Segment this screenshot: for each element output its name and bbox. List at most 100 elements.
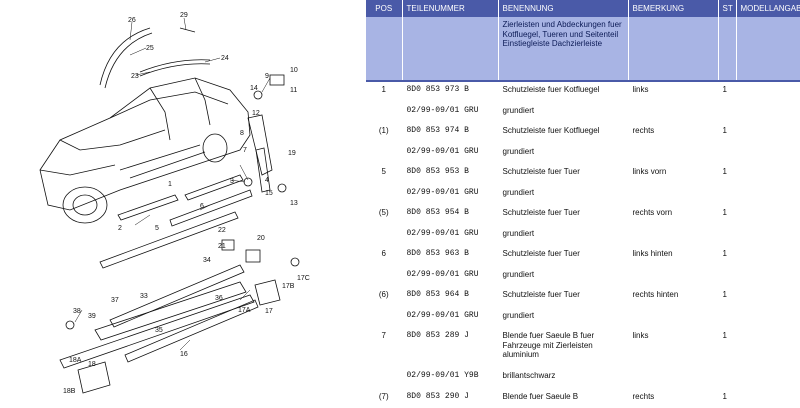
cell-teilenummer: 8D0 853 974 B xyxy=(402,123,499,144)
cell-st: 1 xyxy=(718,328,737,368)
callout: 18B xyxy=(63,388,76,395)
cell-pos: 1 xyxy=(366,82,403,103)
col-header-pos[interactable]: POS xyxy=(366,0,403,17)
callout: 15 xyxy=(265,190,273,197)
callout: 29 xyxy=(180,12,188,19)
cell-benennung: Schutzleiste fuer Tuer xyxy=(498,246,629,267)
cell-pos xyxy=(366,143,403,164)
cell-benennung: Schutzleiste fuer Tuer xyxy=(498,287,629,308)
table-header-row: POS TEILENUMMER BENENNUNG BEMERKUNG ST M… xyxy=(366,0,800,17)
callout: 3 xyxy=(230,178,234,185)
cell-st xyxy=(718,266,737,287)
cell-teilenummer: 8D0 853 973 B xyxy=(402,82,499,103)
cell-pos xyxy=(366,266,403,287)
cell-modellangaben xyxy=(736,388,800,408)
cell-pos xyxy=(366,102,403,123)
cell-st: 1 xyxy=(718,123,737,144)
callout: 7 xyxy=(243,147,247,154)
cell-pos xyxy=(366,225,403,246)
cell-teilenummer: 8D0 853 289 J xyxy=(402,328,499,368)
callout: 36 xyxy=(215,295,223,302)
cell-teilenummer: 02/99-09/01 GRU xyxy=(402,307,499,328)
cell-modellangaben xyxy=(736,266,800,287)
col-header-benennung[interactable]: BENENNUNG xyxy=(498,0,629,17)
callout: 35 xyxy=(155,327,163,334)
cell-bemerkung: rechts xyxy=(628,388,719,408)
cell-st: 1 xyxy=(718,205,737,226)
cell-pos: (5) xyxy=(366,205,403,226)
cell-modellangaben xyxy=(736,123,800,144)
col-header-teilenummer[interactable]: TEILENUMMER xyxy=(402,0,499,17)
cell-teilenummer: 8D0 853 964 B xyxy=(402,287,499,308)
cell-modellangaben xyxy=(736,164,800,185)
cell-bemerkung: links xyxy=(628,82,719,103)
cell-modellangaben xyxy=(736,205,800,226)
exploded-view-drawing: 26 29 25 23 24 10 9 11 14 12 8 7 19 4 6 … xyxy=(39,12,310,395)
callout: 23 xyxy=(131,73,139,80)
cell-teilenummer: 02/99-09/01 GRU xyxy=(402,143,499,164)
cell-st xyxy=(718,184,737,205)
callout: 19 xyxy=(288,150,296,157)
cell-benennung: Blende fuer Saeule B xyxy=(498,388,629,408)
cell-teilenummer: 02/99-09/01 GRU xyxy=(402,266,499,287)
callout: 25 xyxy=(146,45,154,52)
callout: 8 xyxy=(240,130,244,137)
col-header-modellangaben[interactable]: MODELLANGABEN xyxy=(736,0,800,17)
cell-modellangaben xyxy=(736,307,800,328)
cell-benennung: brillantschwarz xyxy=(498,368,629,389)
cell-bemerkung: links xyxy=(628,328,719,368)
cell-bemerkung xyxy=(628,368,719,389)
cell-st xyxy=(718,143,737,164)
cell-modellangaben xyxy=(736,287,800,308)
cell-pos: 7 xyxy=(366,328,403,368)
callout: 22 xyxy=(218,227,226,234)
cell-st: 1 xyxy=(718,246,737,267)
cell-pos: 5 xyxy=(366,164,403,185)
cell-teilenummer: 02/99-09/01 GRU xyxy=(402,184,499,205)
cell-bemerkung xyxy=(628,266,719,287)
callout: 18A xyxy=(69,357,82,364)
cell-teilenummer: 02/99-09/01 GRU xyxy=(402,225,499,246)
col-header-bemerkung[interactable]: BEMERKUNG xyxy=(628,0,719,17)
cell-st xyxy=(718,225,737,246)
cell-benennung: Schutzleiste fuer Tuer xyxy=(498,164,629,185)
callout: 13 xyxy=(290,200,298,207)
cell-bemerkung: rechts vorn xyxy=(628,205,719,226)
cell-bemerkung: links hinten xyxy=(628,246,719,267)
callout: 17 xyxy=(265,308,273,315)
cell-modellangaben xyxy=(736,368,800,389)
callout: 26 xyxy=(128,17,136,24)
callout: 5 xyxy=(155,225,159,232)
cell-modellangaben xyxy=(736,143,800,164)
cell-teilenummer: 8D0 853 954 B xyxy=(402,205,499,226)
cell-teilenummer: 8D0 853 963 B xyxy=(402,246,499,267)
callout: 33 xyxy=(140,293,148,300)
parts-diagram: 26 29 25 23 24 10 9 11 14 12 8 7 19 4 6 … xyxy=(0,0,366,408)
cell-benennung: grundiert xyxy=(498,225,629,246)
cell-teilenummer: 8D0 853 953 B xyxy=(402,164,499,185)
cell-bemerkung: rechts xyxy=(628,123,719,144)
cell-st: 1 xyxy=(718,388,737,408)
col-header-st[interactable]: ST xyxy=(718,0,737,17)
car-outline xyxy=(39,27,300,394)
cell-benennung: grundiert xyxy=(498,307,629,328)
callout: 4 xyxy=(265,177,269,184)
parts-table: POS TEILENUMMER BENENNUNG BEMERKUNG ST M… xyxy=(366,0,800,408)
cell-st xyxy=(718,102,737,123)
leader-lines xyxy=(74,17,271,351)
